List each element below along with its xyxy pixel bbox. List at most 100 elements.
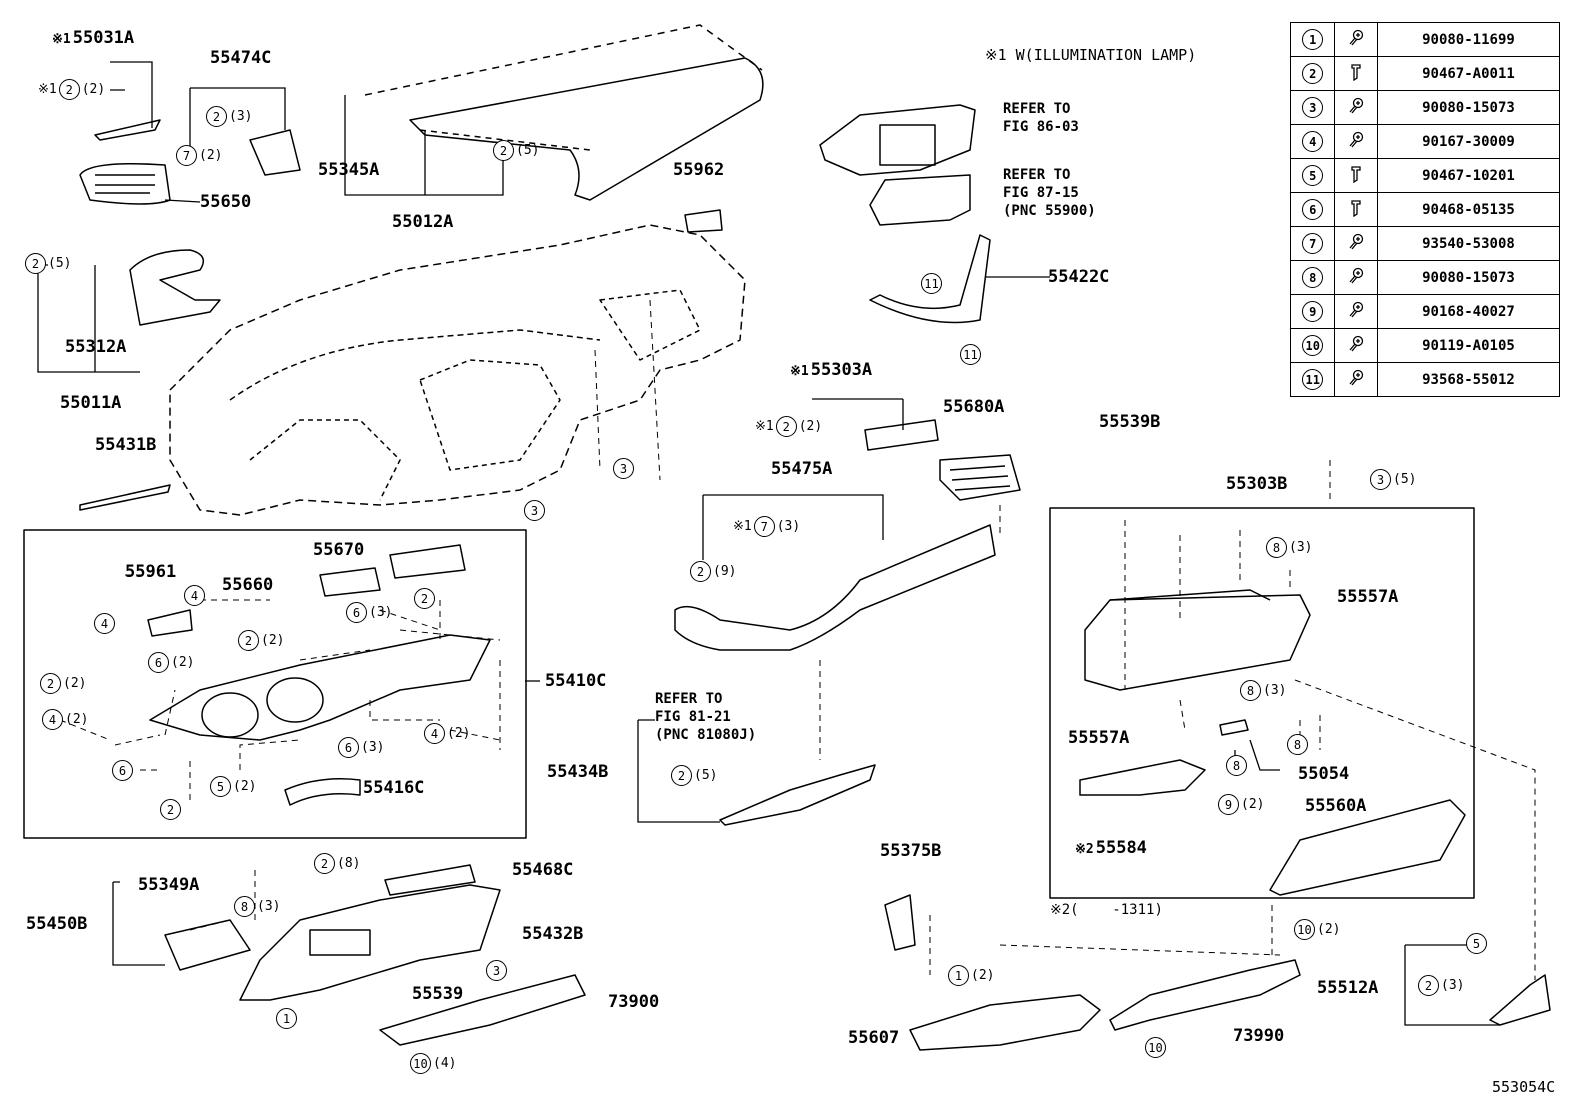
- callout-fastener-5-qty-2[interactable]: 5(2): [210, 776, 256, 797]
- part-label-55012A[interactable]: 55012A: [392, 212, 454, 232]
- part-label-55312A[interactable]: 55312A: [65, 337, 127, 357]
- callout-fastener-10-qty-4[interactable]: 10(4): [410, 1053, 456, 1074]
- bracket-55375B: [884, 894, 916, 951]
- part-55416C: [284, 778, 361, 806]
- callout-fastener-7-qty-2[interactable]: 7(2): [176, 145, 222, 166]
- callout-fastener-2-qty-2-mid[interactable]: 2(2): [238, 630, 284, 651]
- fastener-number-circle: 9: [1302, 301, 1324, 322]
- part-label-55375B[interactable]: 55375B: [880, 841, 942, 861]
- part-label-55961[interactable]: 55961: [125, 562, 177, 582]
- callout-fastener-2-qty-5[interactable]: 2(5): [493, 140, 539, 161]
- part-label-55349A[interactable]: 55349A: [138, 875, 200, 895]
- part-label-55607[interactable]: 55607: [848, 1028, 900, 1048]
- callout-fastener-8-qty-3-bottom[interactable]: 8(3): [1240, 680, 1286, 701]
- callout-fastener-10[interactable]: 10: [1145, 1037, 1166, 1058]
- callout-fastener-4-qty-2-right[interactable]: 4(2): [424, 723, 470, 744]
- part-label-55512A[interactable]: 55512A: [1317, 978, 1379, 998]
- refer-fig-81-21[interactable]: REFER TO FIG 81-21 (PNC 81080J): [655, 691, 757, 743]
- callout-fastener-4-a[interactable]: 4: [184, 585, 205, 606]
- callout-fastener-8-right[interactable]: 8: [1287, 734, 1308, 755]
- part-label-55475A[interactable]: 55475A: [771, 459, 833, 479]
- callout-fastener-9-qty-2[interactable]: 9(2): [1218, 794, 1264, 815]
- callout-fastener-8-qty-3-top[interactable]: 8(3): [1266, 537, 1312, 558]
- callout-fastener-11-b[interactable]: 11: [960, 344, 981, 365]
- part-label-55431B[interactable]: 55431B: [95, 435, 157, 455]
- part-label-55345A[interactable]: 55345A: [318, 160, 380, 180]
- part-label-55660[interactable]: 55660: [222, 575, 274, 595]
- callout-fastener-2-qty-8[interactable]: 2(8): [314, 853, 360, 874]
- callout-fastener-4-b[interactable]: 4: [94, 613, 115, 634]
- part-label-55432B[interactable]: 55432B: [522, 924, 584, 944]
- callout-fastener-1[interactable]: 1: [276, 1008, 297, 1029]
- callout-fastener-6-qty-3-bottom[interactable]: 6(3): [338, 737, 384, 758]
- fastener-part-number: 90167-30009: [1376, 124, 1561, 159]
- callout-fastener-3-b[interactable]: 3: [524, 500, 545, 521]
- refer-fig-86-03[interactable]: REFER TO FIG 86-03: [1003, 101, 1079, 135]
- part-label-55422C[interactable]: 55422C: [1048, 267, 1110, 287]
- part-label-55962[interactable]: 55962: [673, 160, 725, 180]
- callout-fastener-8-qty-3-55450B[interactable]: 8(3): [234, 896, 280, 917]
- part-label-55670[interactable]: 55670: [313, 540, 365, 560]
- part-label-55416C[interactable]: 55416C: [363, 778, 425, 798]
- part-label-55557A-right[interactable]: 55557A: [1337, 587, 1399, 607]
- callout-fastener-1-qty-2[interactable]: 1(2): [948, 965, 994, 986]
- callout-fastener-2-qty-5-left[interactable]: 2(5): [25, 253, 71, 274]
- callout-fastener-11-a[interactable]: 11: [921, 273, 942, 294]
- callout-fastener-2-qty-5-55434B[interactable]: 2(5): [671, 765, 717, 786]
- vent-55962: [684, 209, 723, 233]
- callout-fastener-2-qty-3[interactable]: 2(3): [206, 106, 252, 127]
- part-label-55054[interactable]: 55054: [1298, 764, 1350, 784]
- refer-fig-87-15[interactable]: REFER TO FIG 87-15 (PNC 55900): [1003, 167, 1096, 219]
- part-label-55468C[interactable]: 55468C: [512, 860, 574, 880]
- fastener-number: 1: [1289, 22, 1336, 57]
- part-label-73900[interactable]: 73900: [608, 992, 660, 1012]
- callout-fastener-2-single-bottom[interactable]: 2: [160, 799, 181, 820]
- callout-fastener-3-55432B[interactable]: 3: [486, 960, 507, 981]
- part-73990: [1109, 959, 1301, 1031]
- part-label-55560A[interactable]: 55560A: [1305, 796, 1367, 816]
- callout-fastener-4-qty-2-left[interactable]: 4(2): [42, 709, 88, 730]
- callout-fastener-2-qty-3-55512A[interactable]: 2(3): [1418, 975, 1464, 996]
- part-label-55539[interactable]: 55539: [412, 984, 464, 1004]
- callout-fastener-3-a[interactable]: 3: [613, 458, 634, 479]
- part-label-55434B[interactable]: 55434B: [547, 762, 609, 782]
- part-label-55303B[interactable]: 55303B: [1226, 474, 1288, 494]
- callout-fastener-2-qty-9[interactable]: 2(9): [690, 561, 736, 582]
- callout-fastener-6-single[interactable]: 6: [112, 760, 133, 781]
- part-label-73990[interactable]: 73990: [1233, 1026, 1285, 1046]
- callout-fastener-8-left[interactable]: 8: [1226, 755, 1247, 776]
- callout-fastener-2-qty-2-left[interactable]: 2(2): [40, 673, 86, 694]
- part-label-55539B[interactable]: 55539B: [1099, 412, 1161, 432]
- callout-fastener-6-qty-2[interactable]: 6(2): [148, 652, 194, 673]
- part-label-55011A[interactable]: 55011A: [60, 393, 122, 413]
- callout-fastener-3-qty-5[interactable]: 3(5): [1370, 469, 1416, 490]
- part-label-55410C[interactable]: 55410C: [545, 671, 607, 691]
- callout-fastener-5[interactable]: 5: [1466, 933, 1487, 954]
- part-label-55450B[interactable]: 55450B: [26, 914, 88, 934]
- callout-fastener-10-qty-2[interactable]: 10(2): [1294, 919, 1340, 940]
- instrument-panel-frame: [169, 224, 746, 516]
- part-label-55474C[interactable]: 55474C: [210, 48, 272, 68]
- part-label-55680A[interactable]: 55680A: [943, 397, 1005, 417]
- callout-fastener-2-single-top[interactable]: 2: [414, 588, 435, 609]
- callout-fastener-6-qty-3-top[interactable]: 6(3): [346, 602, 392, 623]
- part-label-55650[interactable]: 55650: [200, 192, 252, 212]
- part-label-55557A-left[interactable]: 55557A: [1068, 728, 1130, 748]
